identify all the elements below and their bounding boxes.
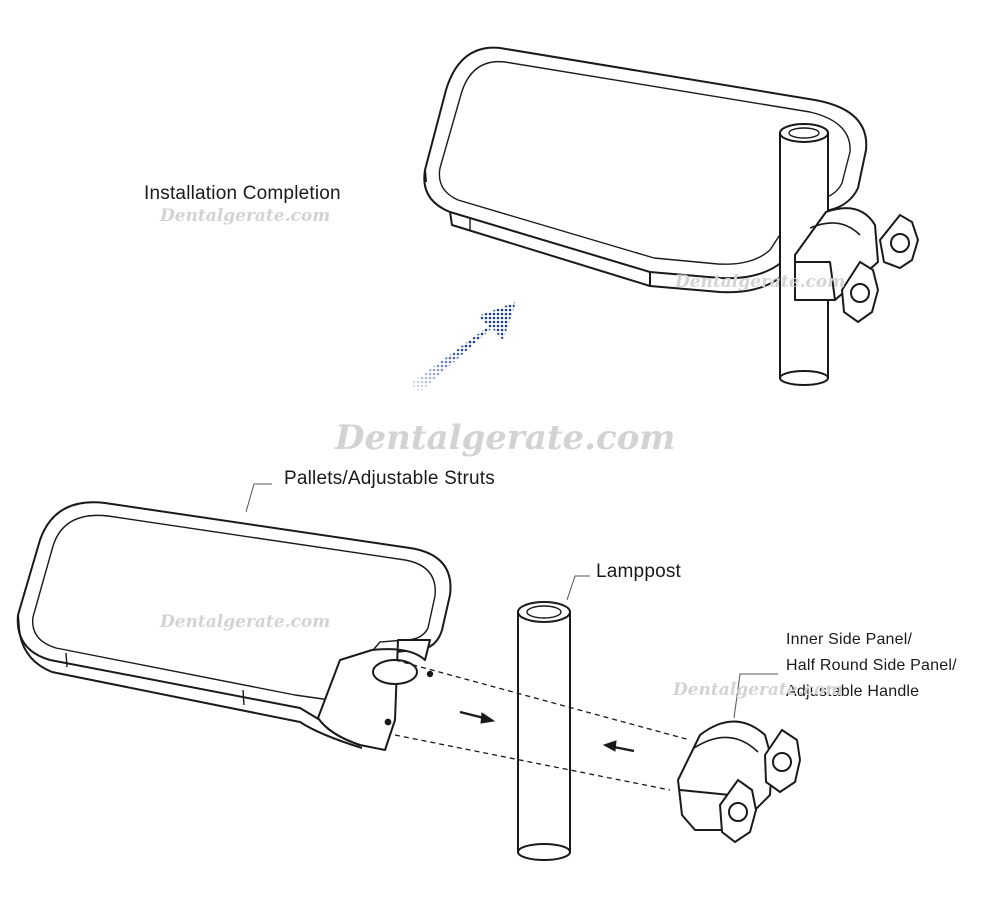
inner-side-panel-line-2: Half Round Side Panel/ bbox=[786, 657, 957, 674]
lamppost-part bbox=[517, 601, 571, 861]
assembled-knob-lower bbox=[840, 260, 880, 324]
pallets-label: Pallets/Adjustable Struts bbox=[284, 468, 495, 489]
installation-completion-label: Installation Completion bbox=[144, 183, 341, 204]
alignment-guides bbox=[394, 659, 691, 791]
inner-side-panel-line-1: Inner Side Panel/ bbox=[786, 631, 913, 648]
callout-leaders bbox=[245, 483, 778, 719]
tray-bracket bbox=[317, 639, 434, 751]
assembled-tray bbox=[423, 46, 868, 294]
assembled-knob-upper bbox=[878, 213, 920, 270]
lamppost-label: Lamppost bbox=[596, 561, 682, 582]
clamp-knob-lower bbox=[718, 778, 758, 844]
clamp-knob-upper bbox=[763, 728, 802, 794]
inner-side-panel-label: Inner Side Panel/ Half Round Side Panel/… bbox=[786, 627, 957, 705]
insert-arrows bbox=[459, 710, 635, 753]
inner-side-panel-line-3: Adjustable Handle bbox=[786, 683, 920, 700]
installation-direction-arrow bbox=[405, 302, 516, 396]
